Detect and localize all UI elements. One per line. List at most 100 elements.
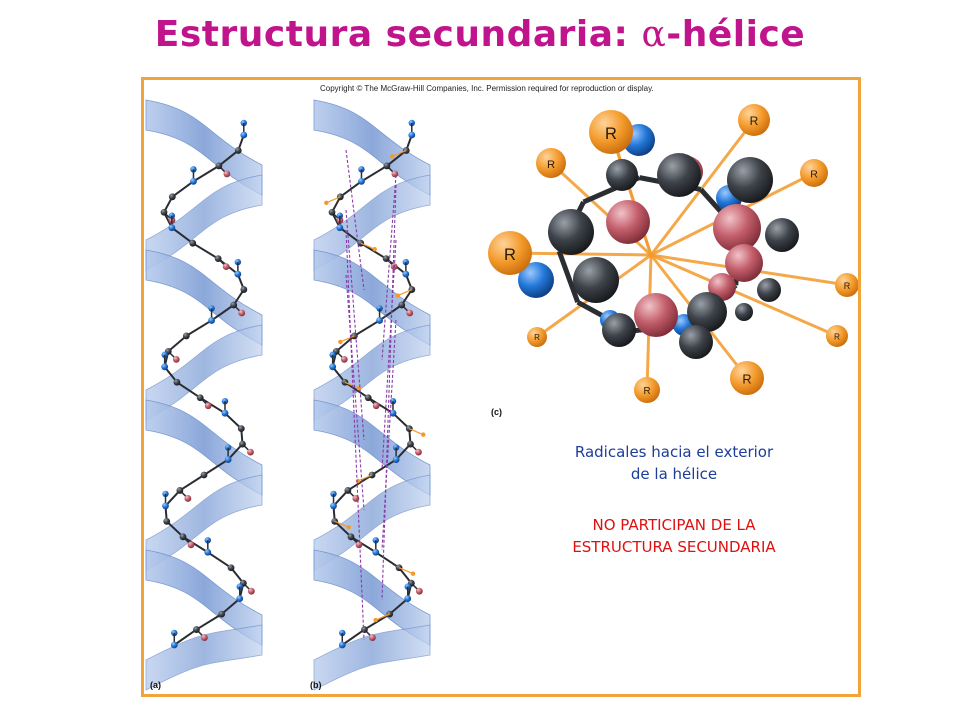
side-chain-bond bbox=[397, 288, 413, 297]
backbone-bond bbox=[220, 597, 241, 615]
oxygen-atom bbox=[415, 448, 422, 456]
backbone-bond bbox=[192, 242, 219, 260]
oxygen-atom bbox=[201, 634, 208, 641]
backbone-bond bbox=[192, 165, 220, 183]
caption-radicals: Radicales hacia el exterior de la hélice bbox=[504, 441, 844, 485]
oxygen-atom bbox=[713, 204, 761, 252]
carbon-atom bbox=[336, 193, 344, 201]
hydrogen-bond bbox=[381, 184, 397, 601]
oxygen-atom bbox=[634, 293, 678, 337]
carbon-atom bbox=[383, 162, 391, 170]
nitrogen-atom bbox=[224, 456, 232, 463]
side-chain-atom bbox=[410, 571, 416, 576]
r-group-atom bbox=[800, 159, 828, 187]
r-group-label: R bbox=[810, 168, 818, 180]
nitrogen-atom bbox=[330, 502, 337, 510]
carbon-atom bbox=[214, 255, 222, 263]
side-chain-bond bbox=[344, 381, 360, 389]
backbone-bond bbox=[166, 520, 184, 538]
r-group-atom bbox=[527, 327, 547, 347]
nitrogen-atom bbox=[392, 456, 400, 463]
carbon-atom bbox=[218, 610, 226, 618]
helix-ribbon-segment bbox=[145, 624, 263, 691]
carbon-atom bbox=[361, 626, 368, 633]
caption-radicals-line-2: de la hélice bbox=[630, 465, 718, 483]
backbone-bond bbox=[167, 335, 188, 353]
side-chain-bond bbox=[340, 335, 355, 343]
carbon-atom bbox=[407, 440, 414, 448]
carbon-atom bbox=[765, 218, 799, 252]
side-chain-bond bbox=[409, 428, 424, 436]
carbon-atom bbox=[398, 301, 406, 309]
nitrogen-atom bbox=[221, 409, 229, 417]
nitrogen-atom bbox=[518, 262, 554, 298]
nitrogen-atom bbox=[338, 641, 346, 649]
backbone-bond bbox=[199, 396, 226, 415]
r-group-atom bbox=[730, 361, 764, 395]
backbone-bond bbox=[164, 489, 181, 507]
carbon-atom bbox=[227, 564, 235, 572]
carbon-atom bbox=[328, 208, 336, 216]
hydrogen-atom bbox=[224, 444, 232, 451]
oxygen-atom bbox=[247, 448, 254, 456]
backbone-bond bbox=[375, 551, 400, 569]
carbon-atom bbox=[727, 157, 773, 203]
hydrogen-bond bbox=[381, 174, 397, 361]
backbone-bond bbox=[176, 381, 201, 399]
carbon-atom bbox=[239, 440, 246, 448]
side-chain-atom bbox=[346, 525, 351, 530]
hydrogen-atom bbox=[404, 583, 411, 590]
backbone-bond bbox=[392, 412, 410, 430]
nitrogen-atom bbox=[168, 224, 176, 232]
r-group-label: R bbox=[547, 159, 555, 171]
caption-not-participate: NO PARTICIPAN DE LA ESTRUCTURA SECUNDARI… bbox=[504, 514, 844, 558]
hydrogen-bond bbox=[381, 319, 397, 551]
r-group-label: R bbox=[742, 371, 751, 386]
hydrogen-bond bbox=[345, 149, 365, 291]
carbon-atom bbox=[182, 332, 190, 340]
oxygen-atom bbox=[725, 244, 763, 282]
r-group-label: R bbox=[750, 114, 759, 128]
oxygen-atom bbox=[238, 309, 246, 317]
backbone-bond bbox=[371, 458, 397, 476]
backbone-bond bbox=[227, 443, 244, 461]
caption-radicals-line-1: Radicales hacia el exterior bbox=[574, 443, 774, 461]
nitrogen-atom bbox=[336, 224, 344, 232]
backbone-bond bbox=[173, 628, 198, 646]
side-chain-bond bbox=[357, 474, 373, 482]
r-group-atom bbox=[589, 110, 633, 154]
backbone-bond bbox=[360, 165, 388, 183]
oxygen-atom bbox=[223, 170, 231, 178]
oxygen-atom bbox=[187, 541, 195, 549]
nitrogen-atom bbox=[170, 641, 178, 649]
hydrogen-bond bbox=[345, 274, 365, 511]
hydrogen-atom bbox=[372, 537, 380, 544]
carbon-atom bbox=[350, 332, 358, 340]
side-chain-atom bbox=[373, 617, 378, 623]
oxygen-atom bbox=[247, 587, 255, 595]
side-chain-atom bbox=[395, 293, 401, 298]
r-group-bond bbox=[509, 251, 652, 257]
helix-panel-a bbox=[145, 99, 263, 691]
backbone-bond bbox=[347, 474, 373, 492]
hydrogen-bond bbox=[345, 209, 365, 441]
hydrogen-bond bbox=[345, 229, 365, 641]
hydrogen-atom bbox=[330, 490, 337, 498]
panel-label-b: (b) bbox=[310, 680, 322, 690]
backbone-bond bbox=[332, 489, 349, 507]
title-prefix: Estructura secundaria: bbox=[154, 14, 642, 55]
carbon-atom bbox=[757, 278, 781, 302]
carbon-atom bbox=[347, 533, 355, 541]
hydrogen-atom bbox=[376, 305, 383, 312]
nitrogen-atom bbox=[358, 177, 365, 185]
nitrogen-atom bbox=[234, 270, 242, 278]
oxygen-atom bbox=[340, 355, 348, 363]
nitrogen-atom bbox=[389, 409, 397, 417]
oxygen-atom bbox=[172, 355, 180, 363]
backbone-bond bbox=[218, 149, 239, 167]
hydrogen-atom bbox=[236, 583, 243, 590]
side-chain-bond bbox=[375, 613, 390, 621]
carbon-atom bbox=[163, 517, 171, 525]
r-group-label: R bbox=[844, 281, 851, 291]
